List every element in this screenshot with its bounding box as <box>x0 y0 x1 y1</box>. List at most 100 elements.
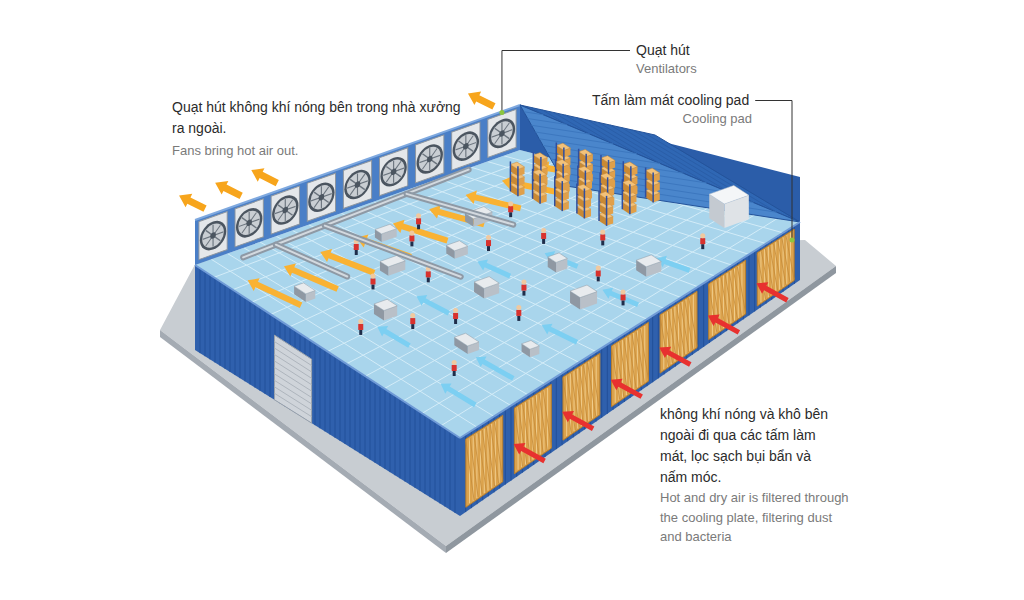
fan-hub <box>499 129 505 137</box>
fan-blade <box>492 130 513 137</box>
box-top <box>294 283 315 294</box>
worker-legs <box>597 276 600 281</box>
worker <box>409 230 414 246</box>
fan-grille <box>419 144 441 175</box>
pad-face <box>563 353 600 440</box>
roof-rib <box>565 115 613 144</box>
wall-rib <box>270 314 271 397</box>
rack-post <box>629 184 631 214</box>
pad-texture <box>632 334 640 385</box>
fan-hub <box>355 180 361 188</box>
pad-texture <box>581 367 582 427</box>
rack-post <box>510 161 512 191</box>
fan-ring <box>200 217 226 254</box>
wall-rib <box>360 373 361 454</box>
duct <box>325 226 461 277</box>
wall-rib <box>375 383 376 463</box>
wall-top-edge <box>195 265 460 438</box>
worker-shirt <box>354 244 359 250</box>
pad-texture <box>640 329 648 380</box>
box-top <box>446 241 468 251</box>
worker-legs <box>453 371 456 376</box>
worker <box>541 228 546 244</box>
rack <box>533 169 547 204</box>
cooling-pad <box>466 415 503 507</box>
fan-blade <box>459 136 474 157</box>
door-slat <box>275 342 312 366</box>
fan-blade <box>242 212 257 233</box>
fan-frame <box>199 212 227 260</box>
wall-rib <box>450 431 451 509</box>
fan-blade <box>242 212 257 233</box>
worker <box>621 289 626 305</box>
worker-head <box>521 280 526 285</box>
fan-blade <box>350 174 365 195</box>
worker-shirt <box>600 234 605 240</box>
fan-ring <box>489 115 515 152</box>
pad-texture <box>482 430 490 489</box>
fan-blade <box>386 161 401 182</box>
worker-shirt <box>409 235 414 241</box>
intake-arrow <box>659 347 691 367</box>
cooling-pad <box>660 291 697 373</box>
rack-post <box>532 169 534 199</box>
fan-frame <box>343 160 371 208</box>
left-wall <box>195 265 460 516</box>
cold-room <box>709 185 749 228</box>
pad-texture <box>588 363 596 417</box>
fan-grille <box>202 220 224 251</box>
pad-face <box>514 384 551 473</box>
pad-texture <box>543 391 551 447</box>
worker-shirt <box>516 310 521 316</box>
wall-rib <box>330 353 331 434</box>
pad-texture <box>484 429 485 493</box>
pad-texture <box>478 433 486 492</box>
pad-face <box>757 229 794 306</box>
cool-air-arrow <box>477 260 511 279</box>
wall-rib <box>200 268 201 353</box>
pad-texture <box>660 316 668 366</box>
fan-blade <box>311 194 332 201</box>
pad-texture <box>672 308 680 357</box>
wall-rib <box>210 275 211 360</box>
rack-post <box>539 174 541 204</box>
worker-legs <box>355 250 358 255</box>
wall-rib <box>658 312 659 378</box>
leader-dot <box>499 110 504 115</box>
fan-blade <box>386 161 401 182</box>
duct <box>276 245 347 277</box>
cool-air-arrow <box>441 383 477 407</box>
exhaust-fan <box>307 173 335 221</box>
roof-rib <box>621 128 730 193</box>
fan-ring <box>453 127 479 164</box>
floor-grid <box>384 201 720 388</box>
worker-head <box>508 201 513 206</box>
worker-shirt <box>426 271 431 277</box>
wall-rib <box>415 409 416 488</box>
wall-rib <box>440 425 441 504</box>
airflow-note: không khí nóng và khô bên ngoài đi qua c… <box>660 404 838 488</box>
worker-shirt <box>453 313 458 319</box>
fan-ring <box>417 140 443 177</box>
back-wall <box>195 105 800 265</box>
pad-face <box>612 322 649 406</box>
floor-grid <box>293 231 563 374</box>
exhaust-arrow <box>251 168 279 186</box>
worker <box>453 308 458 324</box>
wall-rib <box>255 304 256 387</box>
machine <box>570 285 597 310</box>
worker-legs <box>542 239 545 244</box>
rack-post <box>606 196 608 226</box>
roof-rib <box>528 119 567 125</box>
worker <box>600 229 605 245</box>
pad-face <box>660 291 697 373</box>
pad-texture <box>612 347 620 399</box>
fan-hub <box>391 168 397 176</box>
fan-frame <box>488 109 516 157</box>
fan-hub <box>282 206 288 214</box>
floor-grid <box>271 171 600 315</box>
pad-texture <box>514 409 522 466</box>
worker <box>426 266 431 282</box>
box-top <box>570 285 597 298</box>
hot-air-arrow <box>466 191 522 212</box>
